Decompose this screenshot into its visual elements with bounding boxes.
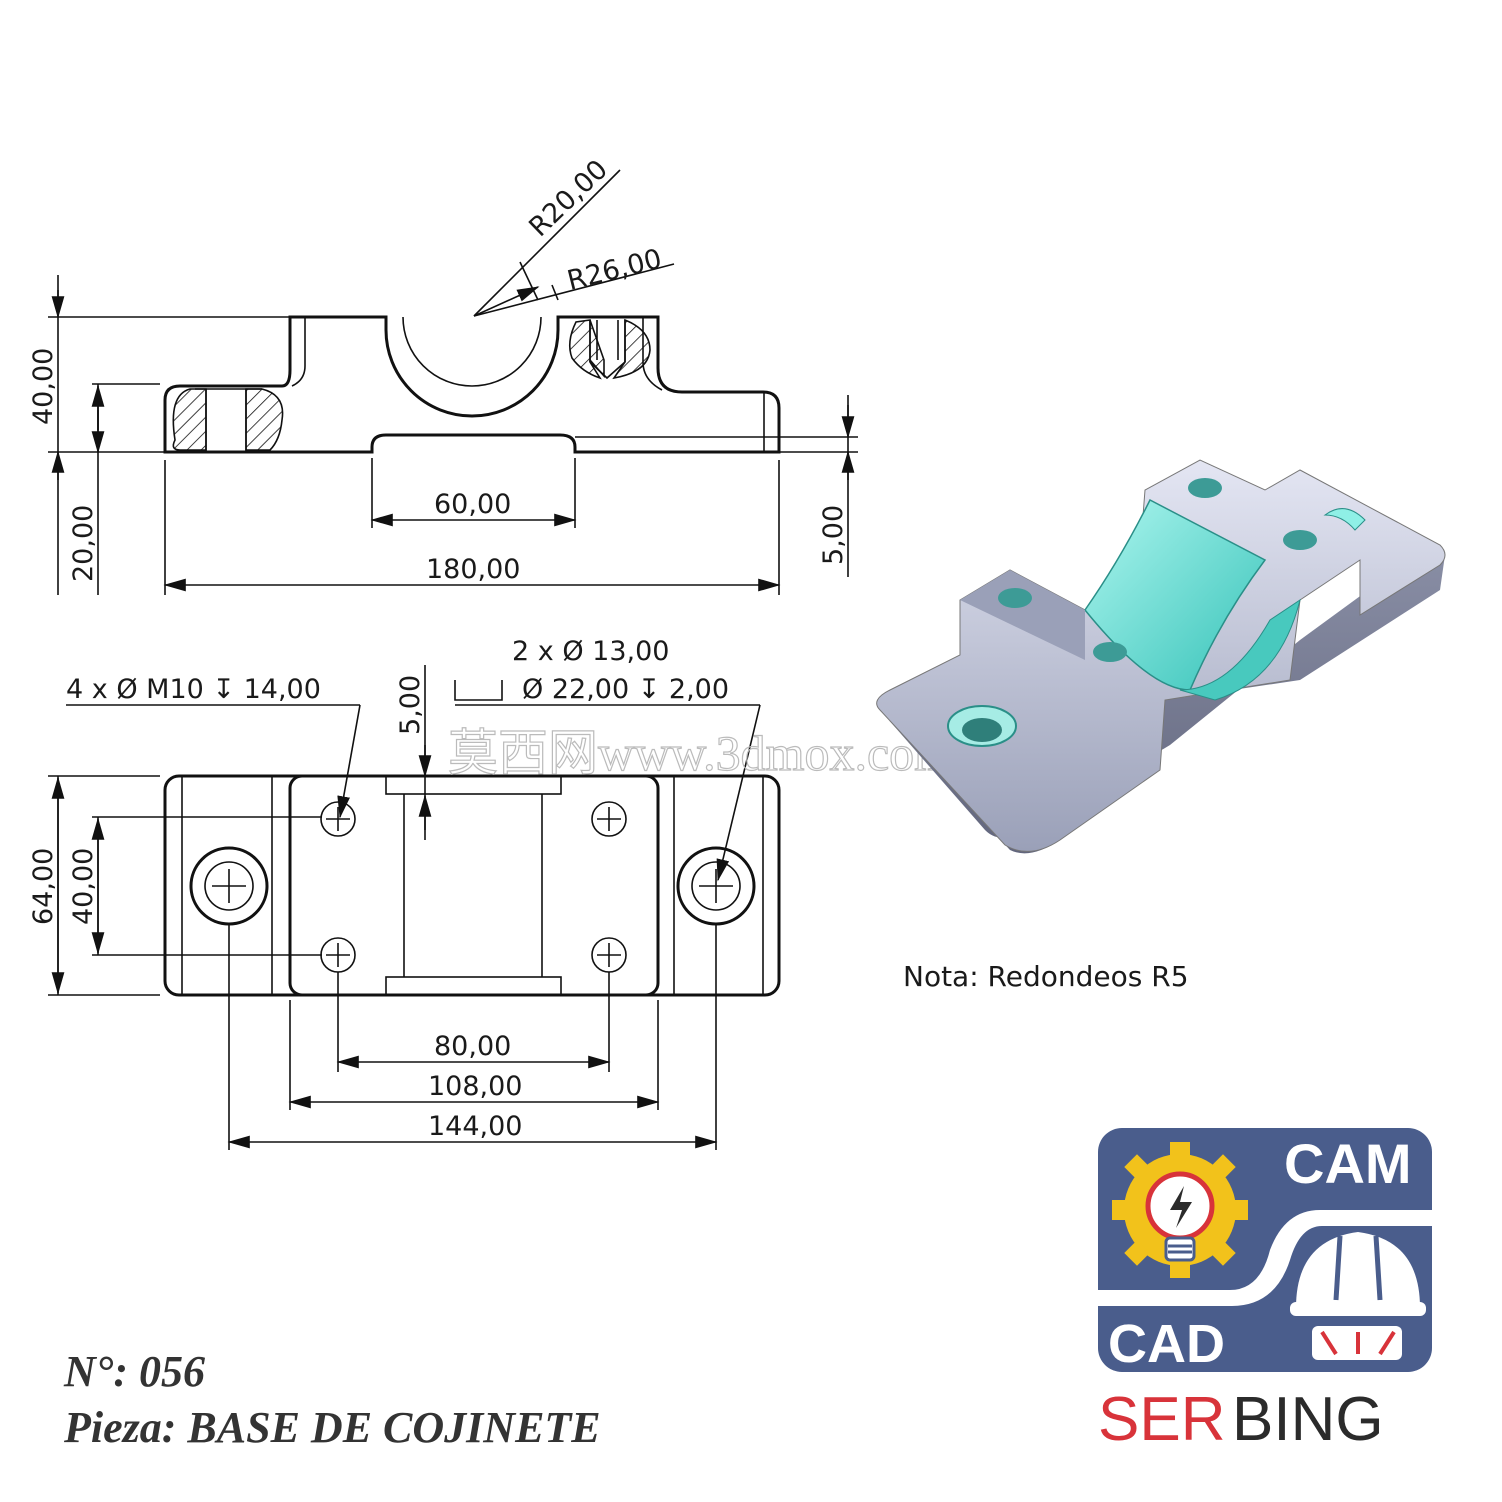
dim-length-total: 180,00: [426, 554, 520, 585]
part-name: Pieza: BASE DE COJINETE: [63, 1403, 601, 1452]
dim-block: 108,00: [428, 1071, 522, 1102]
callout-counterbore-count: 2 x Ø 13,00: [512, 636, 669, 667]
counterbore-holes: [189, 846, 756, 926]
dim-width-total: 64,00: [28, 848, 59, 925]
serbing-logo: CAM CAD SER BING: [1098, 1128, 1432, 1454]
dim-height-base: 20,00: [68, 505, 99, 582]
logo-cam: CAM: [1284, 1132, 1412, 1195]
logo-cad: CAD: [1108, 1314, 1225, 1374]
dim-recess-depth: 5,00: [395, 675, 426, 735]
isometric-view: [876, 459, 1446, 854]
dim-holes-outer: 144,00: [428, 1111, 522, 1142]
dim-holes-inner: 80,00: [434, 1031, 511, 1062]
logo-bing: BING: [1232, 1385, 1384, 1454]
front-view-outline: [163, 315, 781, 454]
dim-height-total: 40,00: [28, 348, 59, 425]
threaded-holes: [320, 801, 627, 973]
callout-threaded-holes: 4 x Ø M10 ↧ 14,00: [66, 674, 321, 705]
dim-r-outer: R26,00: [564, 243, 665, 296]
dim-width-holes: 40,00: [68, 848, 99, 925]
logo-ser: SER: [1098, 1385, 1225, 1454]
front-view: R20,00 R26,00 40,00 20,00 60,00 180,00 5…: [28, 154, 858, 595]
drawing-number: N°: 056: [63, 1347, 205, 1396]
gear-bulb-icon: [1112, 1142, 1248, 1278]
hard-hat-icon: [1290, 1232, 1426, 1360]
dim-slot-depth: 5,00: [818, 505, 849, 565]
top-view: 64,00 40,00 5,00 80,00 108,00 144,00 4 x…: [28, 636, 781, 1150]
note-fillets: Nota: Redondeos R5: [903, 960, 1189, 993]
watermark: 莫西网www.3dmox.com: [448, 725, 953, 781]
dim-r-inner: R20,00: [523, 154, 614, 243]
callout-counterbore-spec: Ø 22,00 ↧ 2,00: [522, 674, 729, 705]
dim-slot-width: 60,00: [434, 489, 511, 520]
